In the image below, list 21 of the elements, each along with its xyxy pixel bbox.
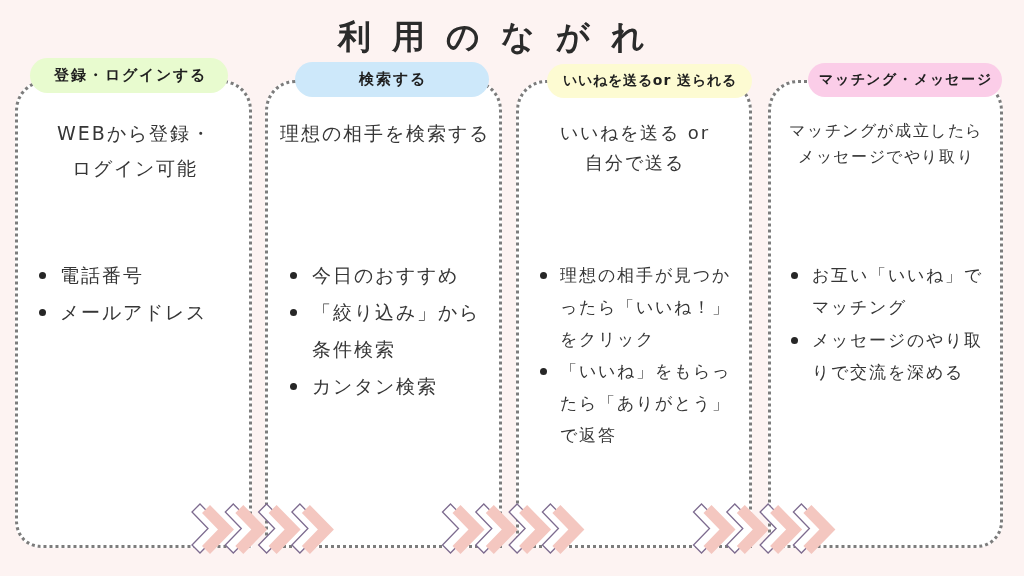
step-description: いいねを送る or自分で送る	[558, 121, 712, 175]
list-item: カンタン検索	[312, 373, 439, 399]
list-item: 今日のおすすめ	[312, 262, 460, 288]
step-heading: いいねを送るor 送られる	[547, 64, 752, 98]
chevron-arrow	[441, 503, 585, 554]
step-heading: 登録・ログインする	[30, 58, 228, 93]
list-item: 「絞り込み」から条件検索	[312, 299, 481, 362]
step-heading: マッチング・メッセージ	[808, 63, 1002, 97]
step-heading: 検索する	[295, 62, 489, 97]
list-item: メッセージのやり取りで交流を深める	[812, 328, 984, 385]
list-item: 電話番号	[60, 262, 145, 288]
step-description: WEBから登録・ログイン可能	[56, 120, 213, 181]
list-item: お互い「いいね」でマッチング	[812, 263, 984, 320]
chevron-arrow	[692, 503, 836, 554]
chevron-arrow	[191, 503, 334, 554]
list-item: メールアドレス	[60, 299, 208, 325]
title: 利用のながれ	[336, 17, 666, 57]
step-description: マッチングが成立したらメッセージでやり取り	[788, 120, 985, 168]
list-item: 理想の相手が見つかったら「いいね！」をクリック	[560, 264, 732, 351]
step-description: 理想の相手を検索する	[278, 120, 491, 146]
list-item: 「いいね」をもらったら「ありがとう」で返答	[560, 360, 732, 447]
